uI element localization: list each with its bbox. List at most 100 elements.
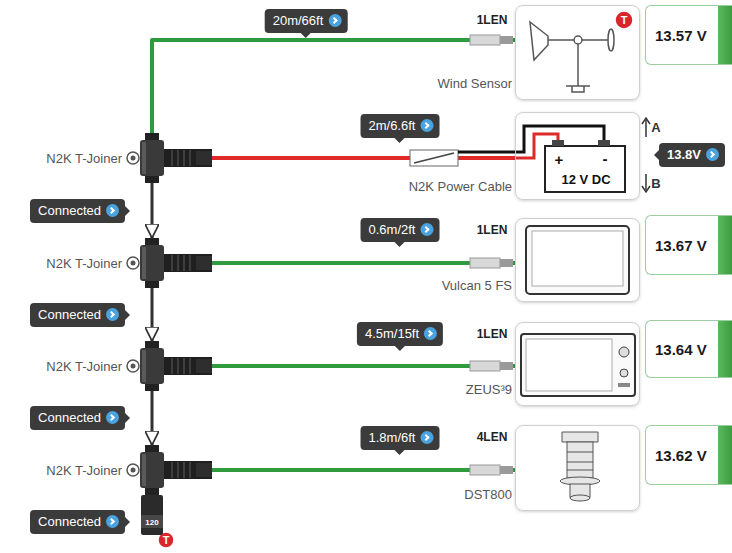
device-plugs [500, 466, 513, 474]
t-joiner-drawing [196, 151, 212, 165]
terminator-plug [141, 495, 163, 535]
t-joiner-drawing [131, 261, 136, 266]
terminator-mark: T [621, 14, 628, 26]
backbone-connector [151, 288, 154, 341]
joiner-name: N2K T-Joiner [46, 256, 122, 271]
t-joiner-drawing [142, 142, 146, 174]
terminator-plug [141, 495, 163, 535]
zeus-display-drawing [526, 339, 612, 391]
power-cable-symbol [410, 150, 458, 166]
backbone-connector [151, 391, 154, 445]
t-joiner-drawing [131, 364, 136, 369]
current-arrows [645, 120, 647, 137]
t-joiner-drawing [164, 357, 212, 375]
resistor-value: 120 [145, 518, 158, 527]
info-icon [420, 119, 433, 132]
battery-drawing [552, 140, 564, 146]
joiner-name: N2K T-Joiner [46, 463, 122, 478]
t-joiner-drawing [127, 360, 139, 372]
terminator-badges [158, 11, 633, 548]
cable-length-tag: 20m/66ft [265, 9, 348, 33]
voltage-box: 13.57 V [645, 5, 732, 65]
voltage-box: 13.64 V [645, 320, 732, 378]
battery-text: + [555, 151, 564, 168]
edge-label: 1.8m/6ft [369, 430, 416, 445]
voltage-box: 13.67 V [645, 215, 732, 275]
info-icon [420, 223, 433, 236]
battery-wires [458, 126, 604, 158]
t-joiner-drawing [145, 383, 159, 391]
cable-length-tag: 0.6m/2ft [361, 218, 440, 242]
t-joiner-drawing [126, 238, 212, 288]
t-joiner-drawing [164, 149, 212, 167]
wind-sensor-drawing [530, 22, 614, 92]
t-joiner-drawing [142, 247, 146, 279]
t-joiner-drawing [164, 254, 212, 272]
cable-type: 1LEN [477, 223, 508, 237]
battery-wires [458, 126, 604, 152]
voltage-value: 13.62 V [655, 447, 707, 464]
info-icon [424, 327, 437, 340]
current-direction: B [651, 176, 660, 191]
t-joiner-drawing [189, 462, 191, 478]
dst800-transducer-drawing [560, 432, 600, 501]
t-joiner-drawing [183, 255, 185, 271]
t-joiner-drawing [145, 238, 159, 246]
power-cable-symbol [414, 153, 454, 163]
t-joiner-drawing [140, 452, 164, 488]
device-name: DST800 [464, 487, 512, 502]
cable-length-tag: 1.8m/6ft [361, 426, 440, 450]
t-joiner-drawing [131, 468, 136, 473]
t-joiner-drawing [142, 350, 146, 382]
t-joiner-drawing [127, 257, 139, 269]
t-joiner-drawing [177, 255, 179, 271]
battery-drawing [545, 140, 625, 192]
cable-type: 4LEN [477, 430, 508, 444]
t-joiner-drawing [171, 255, 173, 271]
status-tag: Connected [30, 406, 125, 430]
edge-label: 20m/66ft [273, 13, 324, 28]
device-plugs [470, 35, 513, 475]
battery-drawing [598, 140, 610, 146]
device-name: Wind Sensor [438, 76, 512, 91]
battery-wires [515, 134, 558, 158]
info-icon [106, 515, 119, 528]
t-joiner: N2K T-Joiner [126, 445, 212, 495]
dst800-transducer-drawing [567, 452, 593, 470]
current-arrows [642, 186, 650, 192]
current-arrows [645, 174, 647, 190]
backbone-connector [151, 183, 154, 238]
joiner-name: N2K T-Joiner [46, 151, 122, 166]
status-tag: Connected [30, 199, 125, 223]
vulcan-display-drawing [526, 226, 629, 294]
t-joiner-drawing [145, 175, 159, 183]
cable-type: 1LEN [477, 13, 508, 27]
dst800-transducer-drawing [567, 442, 593, 478]
status-tag: Connected [30, 303, 125, 327]
t-joiner-drawing [126, 341, 212, 391]
edge-label: 4.5m/15ft [365, 326, 419, 341]
voltage-value: 13.64 V [655, 341, 707, 358]
dst800-transducer-drawing [562, 432, 598, 442]
status-tag: Connected [30, 510, 125, 534]
zeus-display-drawing [619, 347, 629, 357]
t-joiner-drawing [196, 463, 212, 477]
battery-drawing [545, 146, 625, 192]
wind-sensor-drawing [530, 22, 548, 60]
t-joiner-drawing [126, 445, 212, 495]
device-plugs [470, 258, 500, 268]
terminator-mark: T [163, 534, 170, 546]
edge-label: Connected [38, 410, 101, 425]
t-joiner-drawing [140, 140, 164, 176]
t-joiner-drawing [177, 462, 179, 478]
t-joiner-drawing [140, 245, 164, 281]
current-arrows [642, 118, 650, 124]
t-joiner-drawing [171, 358, 173, 374]
t-joiner-drawing [142, 454, 146, 486]
wind-sensor-drawing [574, 36, 582, 44]
zeus-display-drawing [618, 383, 630, 387]
terminator-plug [141, 515, 163, 528]
voltage-box: 13.62 V [645, 425, 732, 485]
